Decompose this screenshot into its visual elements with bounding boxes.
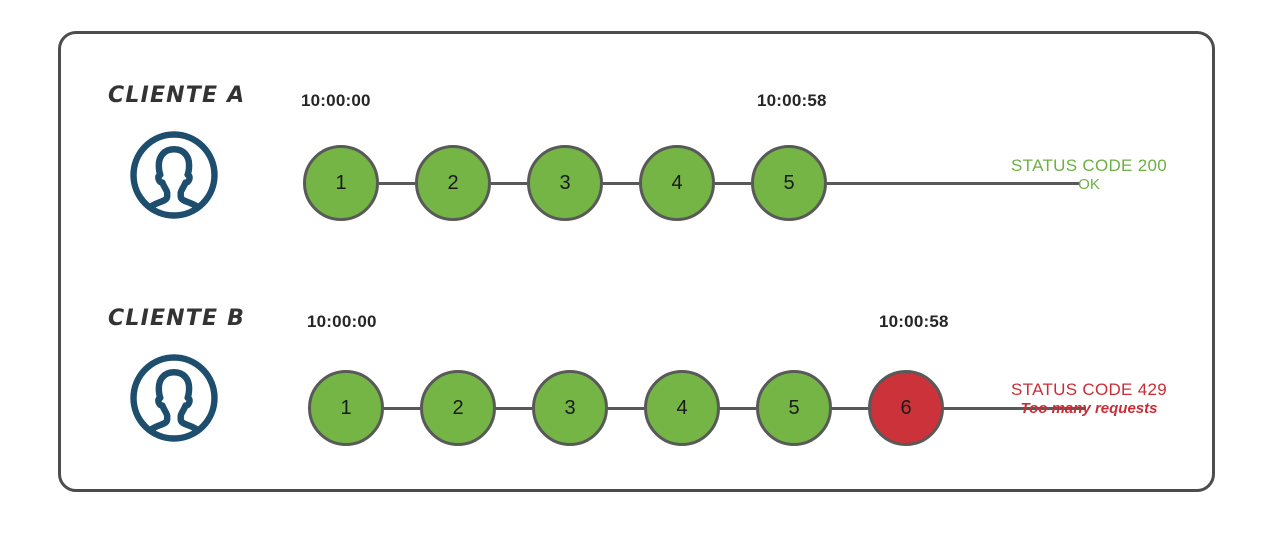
request-node[interactable]: 3 (532, 370, 608, 446)
diagram-panel: CLIENTE A 10:00:00 10:00:58 1 (58, 31, 1215, 492)
client-a-label: CLIENTE A (108, 83, 246, 108)
client-a-status-message: STATUS CODE 200 OK (969, 156, 1209, 194)
request-node[interactable]: 2 (415, 145, 491, 221)
client-b-start-timestamp: 10:00:00 (307, 312, 377, 331)
client-b-label: CLIENTE B (108, 306, 246, 331)
connector-3-4 (608, 407, 644, 410)
request-node[interactable]: 1 (308, 370, 384, 446)
request-node[interactable]: 1 (303, 145, 379, 221)
client-b-end-timestamp: 10:00:58 (879, 312, 949, 331)
status-code-text: STATUS CODE 429 (1011, 380, 1167, 399)
client-b-status-message: STATUS CODE 429 Too many requests (969, 380, 1209, 418)
user-avatar-icon (128, 352, 220, 444)
connector-2-3 (496, 407, 532, 410)
connector-4-5 (720, 407, 756, 410)
connector-1-2 (379, 182, 415, 185)
connector-5-6 (832, 407, 868, 410)
client-b-request-chain: 1 2 3 4 5 6 (308, 359, 1086, 459)
status-detail-text: Too many requests (1020, 400, 1158, 418)
connector-4-5 (715, 182, 751, 185)
client-a-start-timestamp: 10:00:00 (301, 91, 371, 110)
status-detail-text: OK (1078, 176, 1100, 194)
request-node[interactable]: 3 (527, 145, 603, 221)
request-node[interactable]: 4 (639, 145, 715, 221)
client-a-end-timestamp: 10:00:58 (757, 91, 827, 110)
client-b-response-line (944, 407, 1086, 410)
client-a-response-line (827, 182, 1080, 185)
connector-3-4 (603, 182, 639, 185)
request-node[interactable]: 4 (644, 370, 720, 446)
client-a-request-chain: 1 2 3 4 5 (303, 134, 1080, 234)
request-node[interactable]: 2 (420, 370, 496, 446)
user-avatar-icon (128, 129, 220, 221)
request-node[interactable]: 5 (751, 145, 827, 221)
request-node[interactable]: 5 (756, 370, 832, 446)
request-node-rate-limited[interactable]: 6 (868, 370, 944, 446)
connector-2-3 (491, 182, 527, 185)
connector-1-2 (384, 407, 420, 410)
status-code-text: STATUS CODE 200 (1011, 156, 1167, 175)
